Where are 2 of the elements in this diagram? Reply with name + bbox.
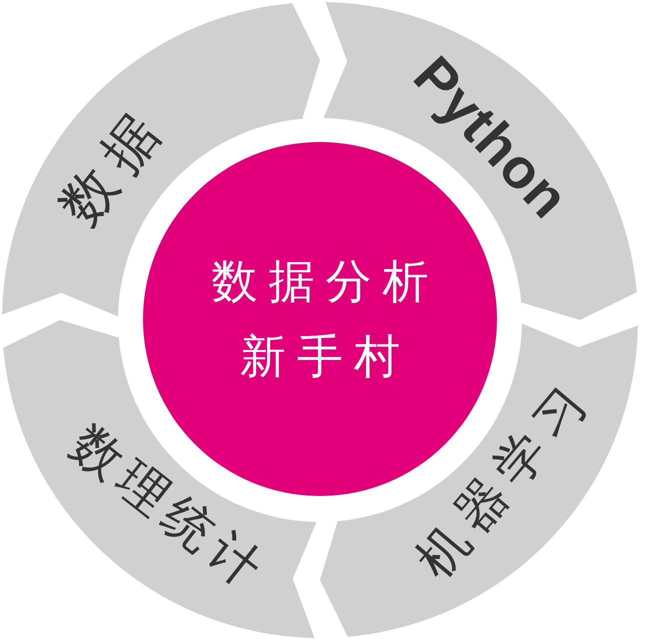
segment-label: 数理统计 (58, 413, 276, 600)
segment-label: 数据 (46, 96, 176, 238)
